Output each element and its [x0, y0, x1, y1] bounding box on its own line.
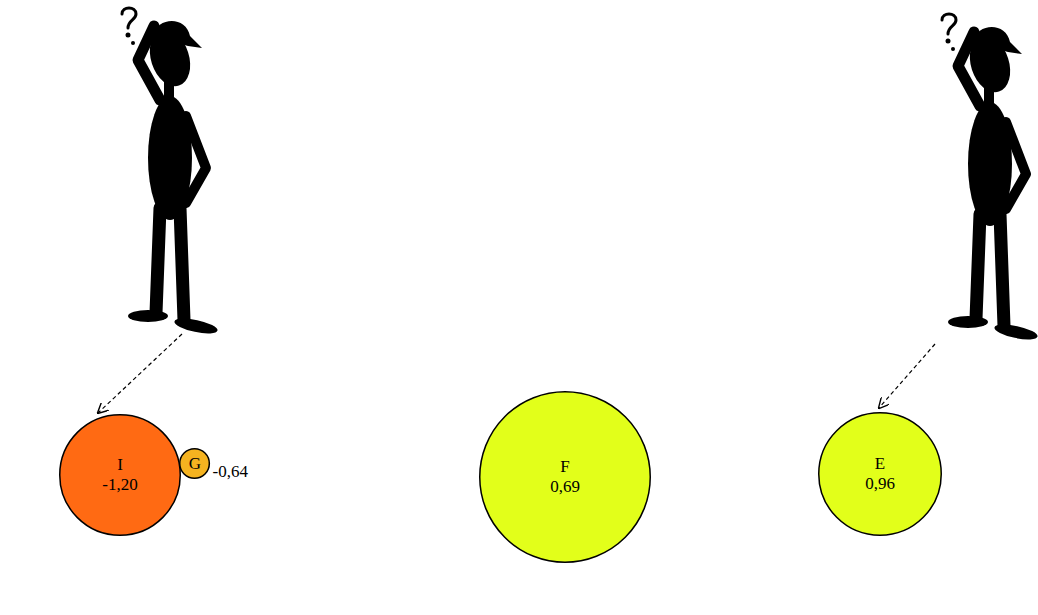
text-stack: I-1,20	[59, 414, 181, 536]
text-stack: E0,96	[818, 412, 942, 536]
node-letter: I	[117, 455, 123, 475]
node-letter: F	[560, 457, 569, 477]
value-label: -0,64	[213, 462, 248, 482]
value-label: 0,69	[550, 477, 580, 497]
small-circle-node: G-0,64	[179, 448, 210, 479]
node-letter: E	[875, 454, 885, 474]
value-label: -1,20	[102, 475, 137, 495]
node-letter: G	[189, 454, 201, 474]
value-label: 0,96	[865, 474, 895, 494]
thinking-figure	[122, 8, 219, 336]
circle-node: I-1,20	[59, 414, 181, 536]
text-stack: G	[179, 448, 210, 479]
thinking-figure	[942, 14, 1038, 342]
pointer-arrow	[879, 344, 935, 408]
pointer-arrow	[98, 334, 182, 413]
circle-node: E0,96	[818, 412, 942, 536]
text-stack: F0,69	[479, 391, 651, 563]
circle-node: F0,69	[479, 391, 651, 563]
